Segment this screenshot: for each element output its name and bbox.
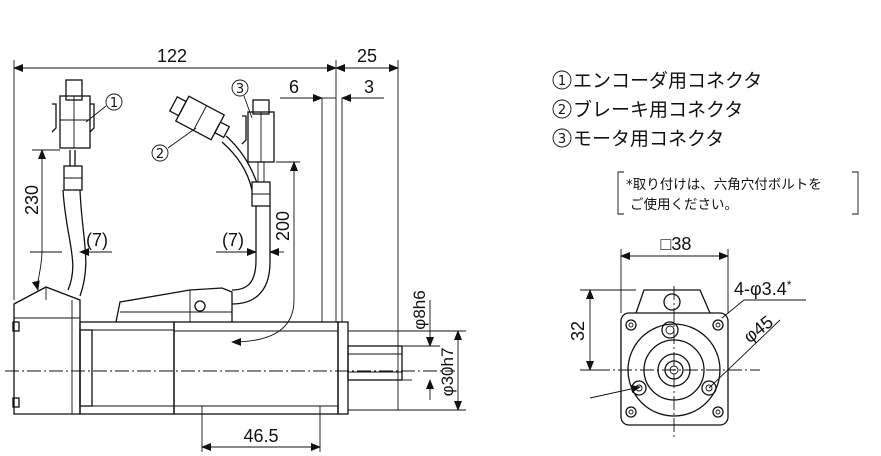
dim-square-38: □38 (661, 234, 692, 254)
legend: 1 エンコーダ用コネクタ 2 ブレーキ用コネクタ 3 モータ用コネクタ (552, 70, 762, 150)
svg-text:3: 3 (558, 132, 566, 147)
encoder-cover (13, 286, 81, 415)
dim-200: 200 (273, 211, 293, 241)
svg-text:エンコーダ用コネクタ: エンコーダ用コネクタ (573, 70, 762, 92)
mounting-note: *取り付けは、六角穴付ボルトを ご使用ください。 (617, 171, 859, 215)
brake-motor-cable (168, 95, 275, 305)
encoder-connector (59, 95, 91, 149)
dim-phi8h6: φ8h6 (410, 290, 429, 329)
callout-3: 3 (231, 79, 253, 119)
svg-text:2: 2 (156, 147, 164, 162)
dim-122: 122 (157, 46, 187, 66)
flange-square (620, 312, 729, 426)
dim-holes: 4-φ3.4* (734, 278, 792, 299)
dim-25: 25 (357, 46, 377, 66)
dim-phi45: φ45 (740, 312, 777, 347)
dim-6: 6 (289, 77, 299, 97)
svg-text:2: 2 (558, 103, 566, 118)
svg-text:1: 1 (558, 74, 566, 89)
motor-body (173, 321, 339, 415)
dim-7-right: (7) (222, 230, 244, 250)
svg-text:3: 3 (236, 82, 244, 97)
legend-item-brake: 2 ブレーキ用コネクタ (552, 98, 743, 121)
svg-text:モータ用コネクタ: モータ用コネクタ (573, 128, 724, 150)
encoder-cable (51, 79, 95, 297)
mounting-holes (625, 319, 724, 418)
shaft (347, 345, 403, 381)
legend-item-encoder: 1 エンコーダ用コネクタ (552, 70, 762, 92)
encoder-hub (79, 321, 175, 415)
dim-7-left: (7) (86, 230, 108, 250)
side-view: 122 25 6 3 230 (7) (7) 200 φ8h6 (5, 46, 466, 452)
note-line-2: ご使用ください。 (630, 196, 738, 213)
dim-46-5: 46.5 (243, 426, 278, 446)
callout-1: 1 (85, 93, 123, 123)
dim-230: 230 (22, 185, 42, 215)
callout-2: 2 (151, 127, 197, 162)
front-view: □38 32 4-φ3.4* φ45 (568, 234, 806, 440)
legend-item-motor: 3 モータ用コネクタ (552, 128, 724, 150)
flange (337, 321, 349, 415)
dim-32: 32 (568, 321, 588, 341)
dim-phi30h7: φ30h7 (438, 348, 457, 397)
note-line-1: *取り付けは、六角穴付ボルトを (626, 177, 822, 193)
svg-text:1: 1 (110, 96, 118, 111)
connector-housing (115, 287, 233, 323)
dim-3: 3 (364, 77, 374, 97)
svg-text:ブレーキ用コネクタ: ブレーキ用コネクタ (573, 98, 743, 121)
